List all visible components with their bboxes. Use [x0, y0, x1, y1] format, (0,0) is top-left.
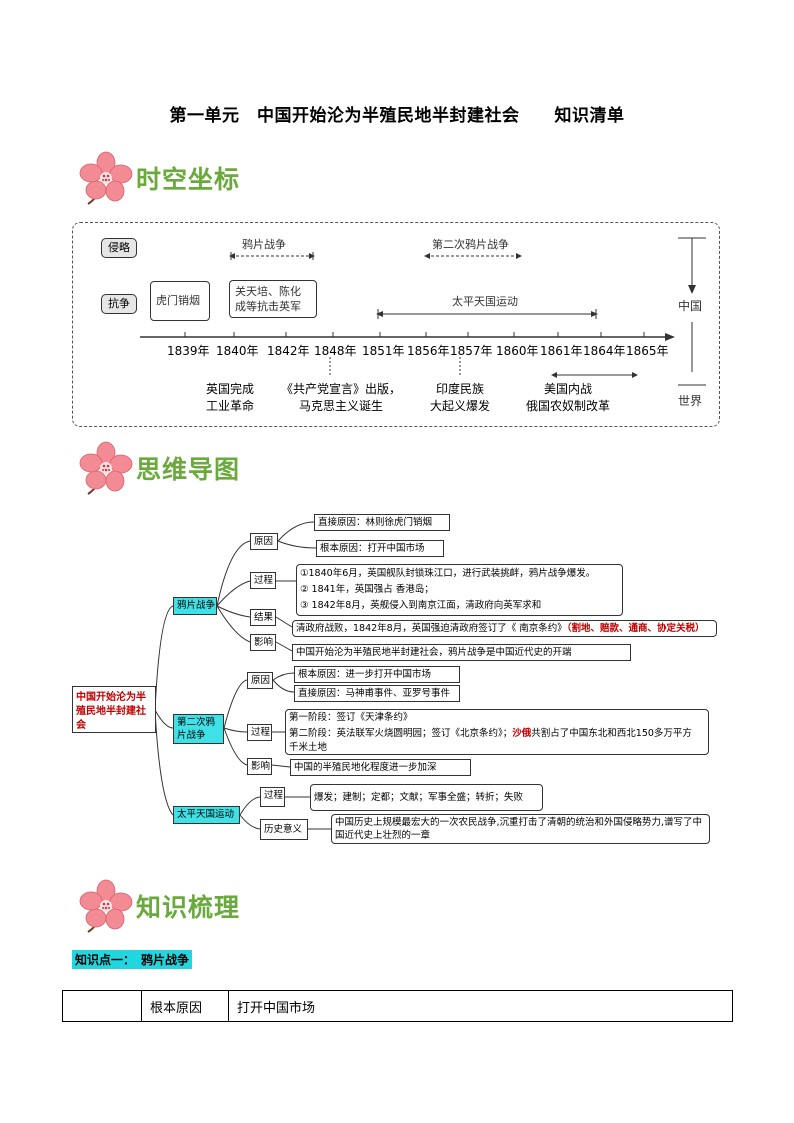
mindmap-leaf: 清政府战败，1842年8月，英国强迫清政府签订了《 南京条约》（割地、赔款、通商…	[292, 620, 717, 637]
mindmap-node-cause: 原因	[250, 533, 278, 550]
mindmap-root: 中国开始沦为半殖民地半封建社会	[72, 686, 156, 733]
mindmap-process-box: ①1840年6月，英国舰队封锁珠江口，进行武装挑衅，鸦片战争爆发。 ② 1841…	[296, 564, 623, 616]
mindmap-leaf: 直接原因：林则徐虎门销烟	[314, 514, 450, 531]
mindmap-leaf-line: ①1840年6月，英国舰队封锁珠江口，进行武装挑衅，鸦片战争爆发。	[300, 566, 619, 582]
mindmap-leaf: 中国开始沦为半殖民地半封建社会，鸦片战争是中国近代史的开端	[292, 644, 631, 661]
mindmap-branch-taiping: 太平天国运动	[173, 806, 240, 824]
mindmap-process-box: 第一阶段：签订《天津条约》 第二阶段：英法联军火烧圆明园；签订《北京条约》；沙俄…	[285, 709, 709, 755]
mindmap-leaf: 根本原因：进一步打开中国市场	[294, 666, 460, 683]
plum-blossom-icon	[78, 878, 134, 934]
mindmap-node-process: 过程	[260, 787, 285, 807]
mindmap-leaf-line: 第一阶段：签订《天津条约》	[289, 711, 705, 725]
mindmap-leaf: 直接原因：马神甫事件、亚罗号事件	[294, 685, 460, 702]
mindmap-branch-second-opium-war: 第二次鸦片战争	[173, 714, 224, 744]
mindmap-node-impact: 影响	[247, 758, 272, 775]
mindmap-meaning-box: 中国历史上规模最宏大的一次农民战争,沉重打击了清朝的统治和外国侵略势力,谱写了中…	[331, 814, 710, 844]
mindmap-leaf-text: 共割占了中国东北和西北150多万平方	[531, 728, 692, 739]
mindmap-leaf: 根本原因：打开中国市场	[316, 540, 444, 557]
mindmap-leaf-text: 第二阶段：英法联军火烧圆明园；签订《北京条约》；	[289, 728, 512, 739]
mindmap-node-process: 过程	[250, 572, 276, 589]
table-row: 根本原因 打开中国市场	[63, 991, 733, 1022]
section-title: 知识梳理	[136, 888, 240, 924]
mindmap-leaf-line: ③ 1842年8月，英舰侵入到南京江面，清政府向英军求和	[300, 598, 619, 614]
mindmap-node-impact: 影响	[250, 634, 276, 651]
mindmap-branch-opium-war: 鸦片战争	[173, 597, 217, 615]
mindmap-node-cause: 原因	[247, 672, 273, 689]
mindmap-leaf-text: 清政府战败，1842年8月，英国强迫清政府签订了《 南京条约》	[296, 623, 567, 634]
mindmap-leaf-line: ② 1841年，英国强占 香港岛；	[300, 582, 619, 598]
table-cell: 根本原因	[142, 991, 229, 1022]
mindmap-node-result: 结果	[250, 609, 276, 626]
knowledge-table: 根本原因 打开中国市场	[62, 990, 733, 1022]
mindmap-leaf-line: 千米土地	[289, 741, 705, 755]
mindmap-leaf-line: 中国历史上规模最宏大的一次农民战争,沉重打击了清朝的统治和外国侵略势力,谱写了中	[335, 816, 706, 829]
table-cell	[63, 991, 142, 1022]
table-cell: 打开中国市场	[229, 991, 733, 1022]
mindmap-leaf: 中国的半殖民地化程度进一步加深	[290, 759, 471, 776]
mindmap-leaf-line: 第二阶段：英法联军火烧圆明园；签订《北京条约》；沙俄共割占了中国东北和西北150…	[289, 727, 705, 741]
mindmap-leaf: 爆发；建制；定都；文献；军事全盛；转折；失败	[310, 784, 543, 811]
mindmap-leaf-red: （割地、赔款、通商、协定关税）	[567, 623, 705, 634]
mindmap-leaf-line: 国近代史上壮烈的一章	[335, 829, 706, 842]
mindmap-node-meaning: 历史意义	[260, 819, 308, 840]
mindmap-node-process: 过程	[247, 724, 272, 741]
mindmap-leaf-red: 沙俄	[512, 728, 531, 739]
knowledge-point-label: 知识点一： 鸦片战争	[72, 950, 192, 969]
